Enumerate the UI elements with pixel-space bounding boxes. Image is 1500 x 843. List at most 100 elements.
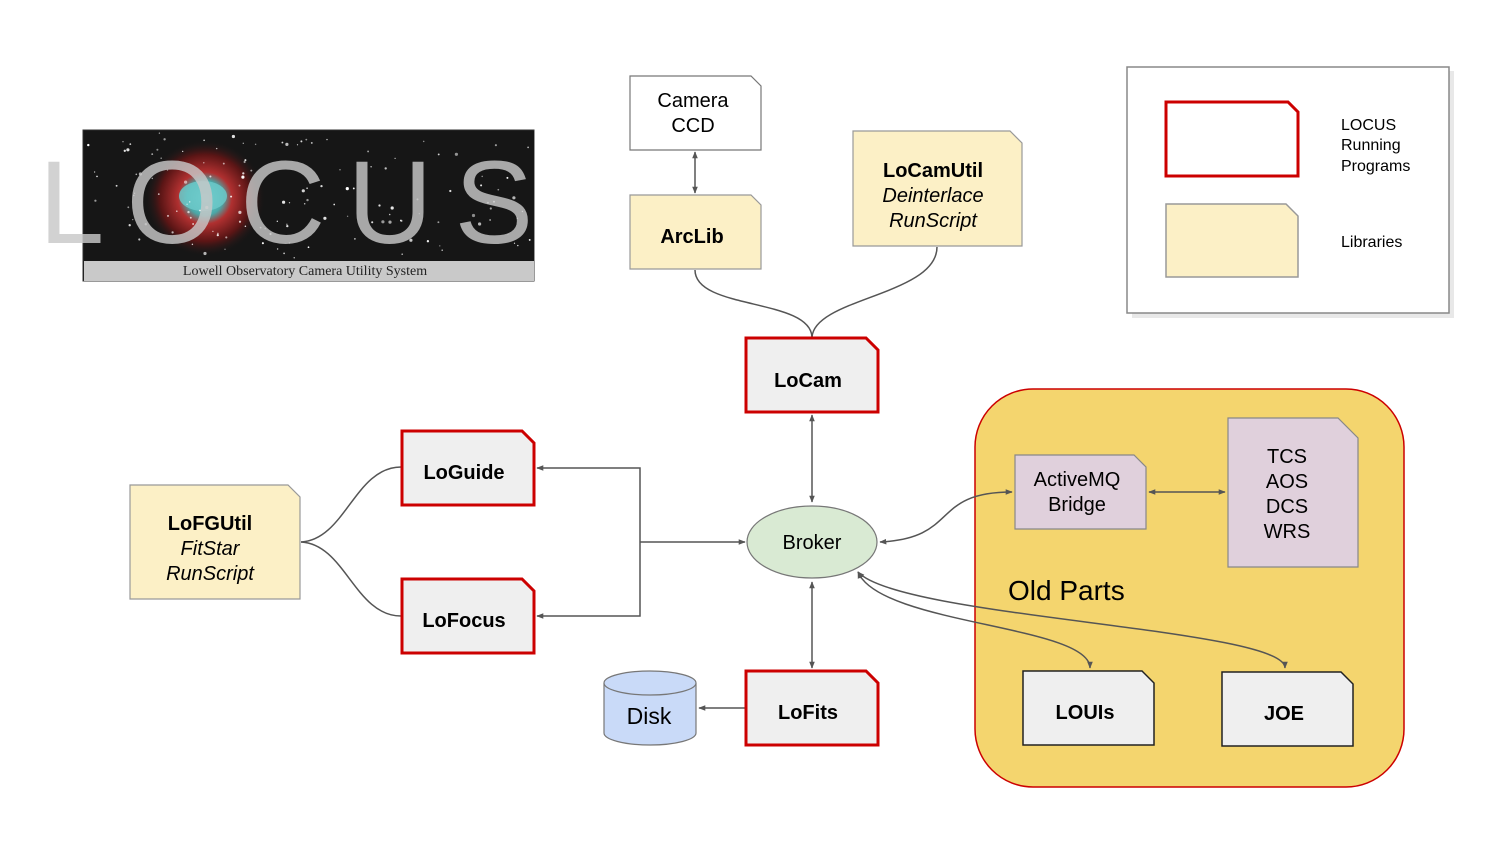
star (205, 205, 209, 210)
star (216, 234, 219, 237)
star (441, 249, 443, 251)
node-telescope-systems: TCS AOS DCS WRS (1227, 417, 1359, 568)
node-lofgutil: LoFGUtil FitStar RunScript (129, 484, 301, 600)
star (449, 189, 452, 193)
star (401, 253, 404, 255)
connectors (300, 151, 1288, 711)
locamutil-item-runscript: RunScript (889, 210, 978, 232)
star (93, 171, 96, 173)
star (497, 188, 500, 191)
star (156, 148, 159, 151)
star (135, 173, 138, 176)
star (191, 243, 194, 246)
star (371, 221, 374, 224)
star (296, 144, 299, 146)
star (203, 251, 207, 256)
star (133, 192, 136, 194)
star (454, 152, 458, 156)
star (225, 236, 228, 239)
node-louis: LOUIs (1022, 670, 1155, 746)
link-trunk-lofocus (536, 542, 641, 619)
star (481, 175, 483, 178)
star (345, 187, 349, 191)
star (471, 213, 476, 218)
star (182, 150, 184, 153)
node-lofocus: LoFocus (400, 577, 536, 655)
star (132, 218, 134, 221)
star (426, 240, 430, 243)
legend-running-line2: Running (1341, 137, 1401, 154)
lofgutil-item-runscript: RunScript (166, 563, 255, 585)
star (133, 194, 135, 197)
star (243, 160, 246, 164)
link-arclib-locam (694, 269, 813, 338)
locam-label: LoCam (774, 370, 842, 392)
lofits-label: LoFits (778, 702, 838, 724)
star (381, 220, 385, 224)
star (144, 223, 147, 226)
star (242, 142, 244, 144)
star (437, 221, 440, 224)
star (186, 203, 188, 205)
star (494, 144, 497, 147)
old-parts-label: Old Parts (1008, 575, 1125, 606)
star (276, 220, 278, 222)
node-camera-ccd: Camera CCD (629, 75, 762, 151)
star (437, 153, 440, 156)
star (151, 177, 154, 180)
locamutil-item-deinterlace: Deinterlace (882, 185, 983, 207)
star (370, 166, 372, 168)
star (242, 172, 245, 175)
stars (87, 132, 531, 259)
system-aos: AOS (1266, 471, 1308, 493)
link-broker-bridge (879, 489, 1013, 545)
star (507, 233, 509, 235)
system-tcs: TCS (1267, 446, 1307, 468)
star (96, 175, 98, 178)
star (283, 252, 285, 255)
loguide-label: LoGuide (423, 462, 504, 484)
star (352, 187, 355, 190)
star (285, 142, 289, 146)
star (189, 216, 192, 219)
star (203, 139, 205, 142)
star (390, 206, 394, 210)
star (489, 207, 492, 210)
star (293, 257, 295, 259)
star (160, 157, 162, 159)
star (222, 162, 225, 165)
star (286, 223, 288, 225)
star (493, 200, 495, 203)
node-arclib: ArcLib (629, 194, 762, 270)
star (151, 153, 154, 155)
star (128, 224, 131, 227)
star (115, 184, 118, 187)
star (306, 187, 308, 190)
star (241, 175, 244, 178)
star (163, 138, 166, 141)
legend-running-swatch (1164, 100, 1300, 178)
star (244, 225, 247, 227)
star (250, 169, 253, 172)
arclib-label: ArcLib (660, 226, 723, 248)
star (184, 180, 188, 184)
star (416, 198, 419, 201)
legend: LOCUS Running Programs Libraries (1126, 66, 1454, 318)
star (339, 169, 341, 171)
star (94, 199, 97, 202)
legend-running-line1: LOCUS (1341, 117, 1396, 134)
star (166, 169, 169, 171)
broker-label: Broker (783, 532, 842, 554)
node-lofits: LoFits (744, 669, 880, 747)
star (378, 204, 381, 207)
logo-title: LOCUS (39, 137, 556, 269)
node-broker: Broker (746, 505, 878, 579)
star (127, 206, 130, 209)
link-lofgutil-loguide (300, 466, 402, 543)
link-broker-joe (857, 571, 1288, 669)
star (305, 138, 308, 141)
star (176, 210, 178, 212)
star (157, 193, 160, 195)
star (192, 223, 194, 225)
star (171, 231, 174, 234)
